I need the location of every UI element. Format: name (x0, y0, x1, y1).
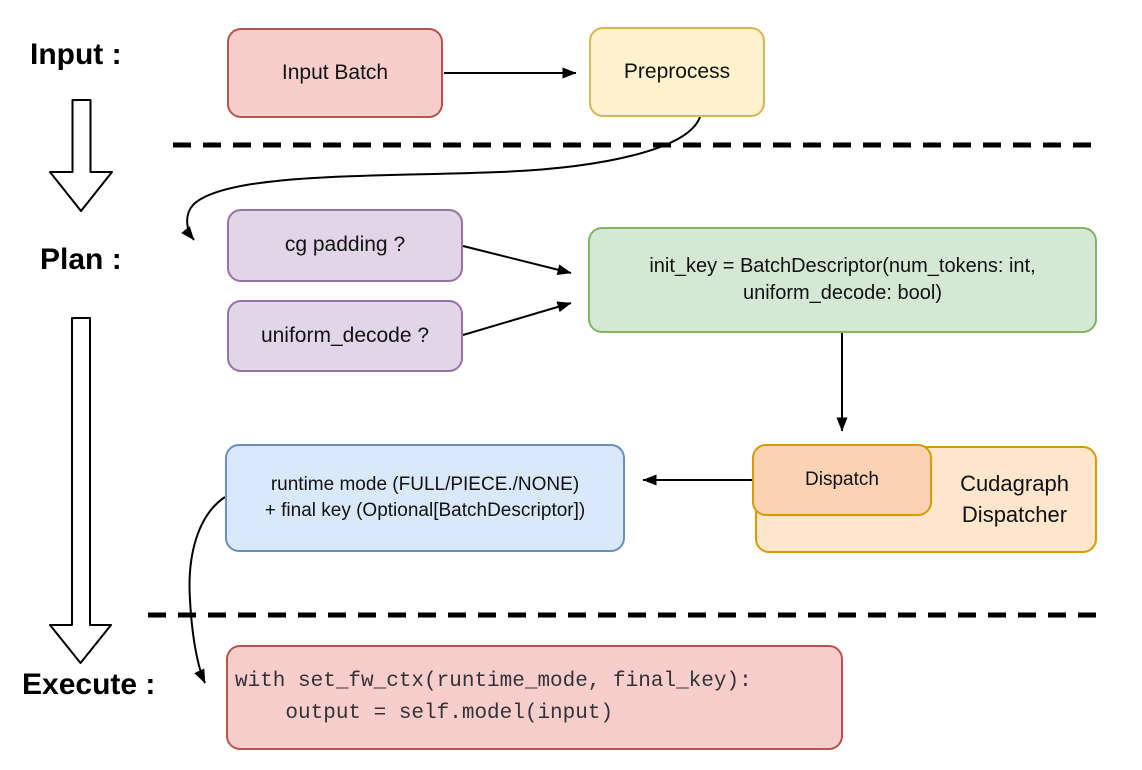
down-arrow-plan-to-execute-icon (49, 317, 112, 664)
down-arrow-input-to-plan-icon (49, 99, 113, 212)
stage-label-execute: Execute : (22, 668, 156, 701)
uniform-decode-node: uniform_decode ? (227, 300, 463, 372)
stage-label-plan: Plan : (40, 243, 122, 276)
preprocess-node: Preprocess (589, 27, 765, 117)
connector-preprocess-to-cg-padding (181, 116, 701, 241)
connector-cg-padding-to-init-key (462, 245, 572, 276)
execute-code-node: with set_fw_ctx(runtime_mode, final_key)… (226, 645, 843, 750)
cg-padding-node: cg padding ? (227, 209, 463, 282)
cudagraph-dispatcher-label: Cudagraph Dispatcher (960, 470, 1069, 527)
connector-runtime-to-execute-code (188, 496, 226, 684)
runtime-mode-node: runtime mode (FULL/PIECE./NONE) + final … (225, 444, 625, 552)
dispatch-node: Dispatch (752, 444, 932, 516)
input-batch-node: Input Batch (227, 28, 443, 118)
connector-uniform-decode-to-init-key (462, 301, 572, 336)
init-key-node: init_key = BatchDescriptor(num_tokens: i… (588, 227, 1097, 333)
stage-label-input: Input : (30, 38, 122, 71)
